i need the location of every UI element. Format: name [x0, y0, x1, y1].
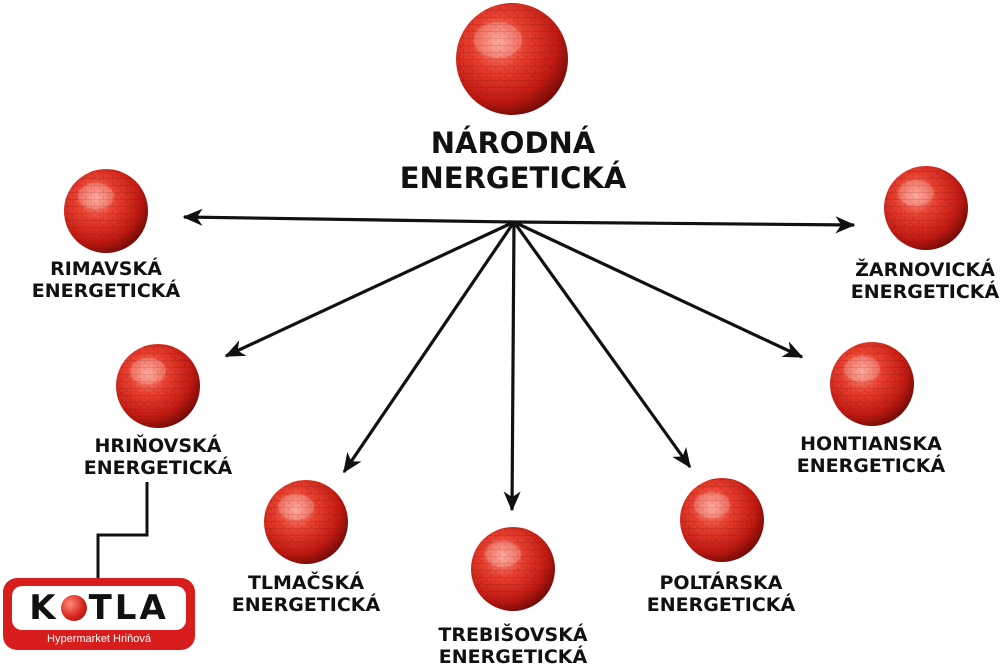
poltarska-label: POLTÁRSKA ENERGETICKÁ: [647, 572, 795, 617]
arrow-to-rimavska: [182, 208, 515, 226]
arrow-to-zarnovicka: [513, 216, 856, 234]
arrow-to-poltarska: [512, 221, 692, 469]
spheres: [64, 3, 968, 611]
hrinovska-label-line2: ENERGETICKÁ: [83, 457, 233, 480]
rimavska-label-line2: ENERGETICKÁ: [31, 280, 181, 303]
zarnovicka-label-line2: ENERGETICKÁ: [850, 281, 1000, 304]
tlmacska-label-line1: TLMAČSKÁ: [247, 572, 365, 594]
central-label: NÁRODNÁ ENERGETICKÁ: [400, 126, 627, 196]
trebisovska-sphere-icon: [471, 527, 555, 611]
poltarska-label-line1: POLTÁRSKA: [659, 572, 783, 594]
hrinovska-sphere-icon: [116, 344, 200, 428]
hrinovska-label-line1: HRIŇOVSKÁ: [94, 435, 222, 457]
arrow-to-hrinovska: [224, 220, 515, 358]
arrows: [182, 208, 856, 512]
zarnovicka-label: ŽARNOVICKÁ ENERGETICKÁ: [851, 259, 999, 304]
tlmacska-sphere-icon: [264, 480, 348, 564]
zarnovicka-label-line1: ŽARNOVICKÁ: [855, 259, 995, 281]
central-label-line2: ENERGETICKÁ: [399, 160, 627, 195]
poltarska-label-line2: ENERGETICKÁ: [646, 594, 796, 617]
rimavska-label: RIMAVSKÁ ENERGETICKÁ: [32, 258, 180, 303]
trebisovska-label-line2: ENERGETICKÁ: [438, 646, 588, 669]
tlmacska-label: TLMAČSKÁ ENERGETICKÁ: [232, 572, 380, 617]
hontianska-label-line1: HONTIANSKA: [800, 433, 942, 455]
rimavska-sphere-icon: [64, 169, 148, 253]
poltarska-sphere-icon: [680, 478, 764, 562]
trebisovska-label: TREBIŠOVSKÁ ENERGETICKÁ: [438, 624, 587, 669]
hontianska-label-line2: ENERGETICKÁ: [796, 455, 946, 478]
arrow-to-tlmacska: [342, 221, 516, 474]
rimavska-label-line1: RIMAVSKÁ: [50, 258, 162, 280]
arrow-to-trebisovska: [503, 221, 521, 512]
kotla-brand-right: TLA: [88, 588, 169, 628]
kotla-logo-subtitle: Hypermarket Hriňová: [47, 633, 151, 645]
hrinovska-label: HRIŇOVSKÁ ENERGETICKÁ: [84, 435, 232, 480]
kotla-logo: K TLA Hypermarket Hriňová: [3, 578, 195, 650]
hontianska-sphere-icon: [830, 342, 914, 426]
tlmacska-label-line2: ENERGETICKÁ: [231, 594, 381, 617]
arrow-to-hontianska: [513, 220, 804, 359]
kotla-brand-left: K: [29, 588, 59, 628]
logo-connector: [96, 482, 149, 580]
central-sphere-icon: [456, 3, 568, 115]
trebisovska-label-line1: TREBIŠOVSKÁ: [438, 624, 588, 646]
kotla-logo-wordmark: K TLA: [12, 586, 186, 630]
hontianska-label: HONTIANSKA ENERGETICKÁ: [797, 433, 945, 478]
red-sphere-icon: [60, 595, 87, 621]
central-label-line1: NÁRODNÁ: [430, 126, 596, 160]
zarnovicka-sphere-icon: [884, 166, 968, 250]
